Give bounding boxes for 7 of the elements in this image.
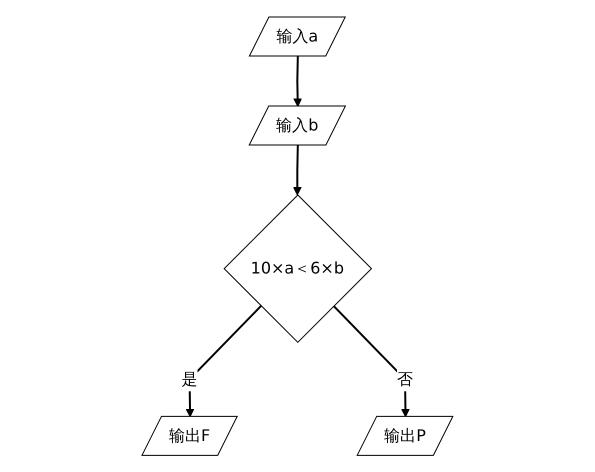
arrow — [293, 56, 302, 107]
arrow — [292, 145, 302, 196]
edge-label: 否 — [397, 369, 414, 388]
edge-label: 是 — [182, 369, 198, 388]
arrow — [186, 305, 262, 418]
node-diamond: 10×a＜6×b — [224, 194, 372, 343]
arrow — [333, 305, 410, 418]
